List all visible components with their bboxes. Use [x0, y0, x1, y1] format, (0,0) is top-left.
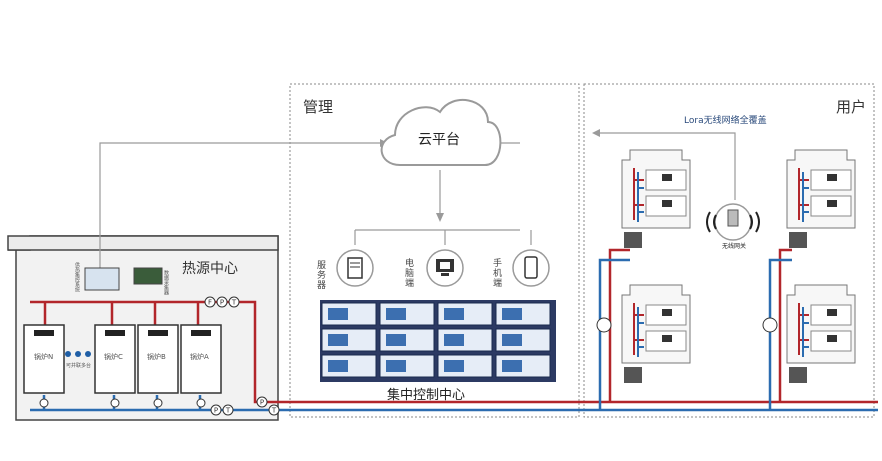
thermostat-icon [662, 309, 672, 316]
thermostat-icon [827, 200, 837, 207]
gateway-icon [727, 209, 739, 227]
meter-icon [596, 317, 612, 333]
building-return [637, 307, 644, 357]
pump-icon [39, 398, 49, 408]
pump-icon [110, 398, 120, 408]
controller-panel [84, 267, 120, 291]
arrow-to-devices [436, 213, 444, 222]
pipe-tag-text: P [214, 407, 218, 415]
monitor-content [386, 360, 406, 372]
users-zone-label: 用户 [836, 98, 867, 116]
pipe-tag-text: T [271, 407, 277, 415]
pipe-tag-text: P [260, 399, 264, 407]
thermostat-icon [662, 335, 672, 342]
boiler-label: 锅炉B [147, 353, 166, 361]
wifi-left-icon [706, 211, 717, 233]
server-circle [336, 249, 374, 287]
monitor-content [444, 334, 464, 346]
boilers [23, 324, 222, 408]
boiler-label: 锅炉N [34, 353, 54, 361]
boiler-label: 锅炉C [104, 353, 123, 361]
building-return [802, 172, 809, 222]
thermostat-icon [827, 309, 837, 316]
building-return [637, 172, 644, 222]
boiler-display [148, 330, 168, 336]
monitor-content [386, 334, 406, 346]
pump-icon [153, 398, 163, 408]
pipe-tag-circle [222, 404, 234, 416]
monitor-wall [321, 302, 551, 378]
pipe-tag-text: P [220, 299, 224, 307]
thermostat-icon [662, 174, 672, 181]
ellipsis-dot [75, 351, 81, 357]
mobile-circle [512, 249, 550, 287]
return-pipes [30, 258, 878, 412]
thermostat-icon [827, 174, 837, 181]
management-zone-border [289, 83, 580, 418]
boiler-body [23, 324, 65, 394]
monitor-content [386, 308, 406, 320]
boiler-label: 锅炉A [190, 353, 209, 361]
monitor-content [444, 360, 464, 372]
server-icon [347, 257, 363, 279]
thermostat-icon [662, 200, 672, 207]
gateway-label: 无线网关 [722, 243, 747, 250]
ellipsis-dot [85, 351, 91, 357]
cloud-shape [380, 98, 502, 166]
boiler-body [137, 324, 179, 394]
monitor-content [502, 360, 522, 372]
pipe-tag-circle [210, 404, 222, 416]
signal-lines [99, 132, 736, 268]
pipe-tag-circle [228, 296, 240, 308]
wifi-right-icon [749, 211, 760, 233]
buildings [596, 149, 856, 383]
server-label: 服务器 [315, 260, 325, 290]
valve-box [624, 232, 642, 248]
collector-label: 数据采集器 [163, 270, 169, 295]
mobile-icon [524, 256, 538, 279]
pipe-tag-text: T [225, 407, 231, 415]
pipe-tag-circle [204, 296, 216, 308]
monitor-content [444, 308, 464, 320]
boiler-display [34, 330, 54, 336]
pipe-tag-text: F [208, 299, 212, 307]
monitor-content [502, 334, 522, 346]
boiler-body [94, 324, 136, 394]
arrow-to-cloud-right [592, 129, 600, 137]
mobile-label: 手机端 [491, 258, 501, 288]
monitor-content [328, 360, 348, 372]
cloud-label: 云平台 [418, 132, 460, 148]
pipe-tag-circle [256, 396, 268, 408]
pipe-tag-circle [216, 296, 228, 308]
meter-icon [762, 317, 778, 333]
pc-label: 电脑端 [403, 258, 413, 288]
ellipsis-dot [65, 351, 71, 357]
pipe-tag-circle [268, 404, 280, 416]
control-center-label: 集中控制中心 [387, 388, 466, 403]
monitor-content [502, 308, 522, 320]
pipe-tag-text: T [231, 299, 237, 307]
collector-panel [133, 267, 163, 285]
monitor-content [328, 334, 348, 346]
boiler-body [180, 324, 222, 394]
valve-box [624, 367, 642, 383]
expand-label: 可并联多台 [66, 363, 92, 369]
users-zone-border [583, 83, 875, 418]
management-zone-label: 管理 [303, 98, 334, 116]
lora-label: Lora无线网络全覆盖 [684, 116, 767, 126]
pump-icon [196, 398, 206, 408]
monitor-content [328, 308, 348, 320]
boiler-display [191, 330, 211, 336]
heat-source-label: 热源中心 [182, 261, 238, 277]
building-return [802, 307, 809, 357]
controller-label: 供热集控系统 [74, 262, 80, 292]
boiler-display [105, 330, 125, 336]
thermostat-icon [827, 335, 837, 342]
valve-box [789, 232, 807, 248]
valve-box [789, 367, 807, 383]
